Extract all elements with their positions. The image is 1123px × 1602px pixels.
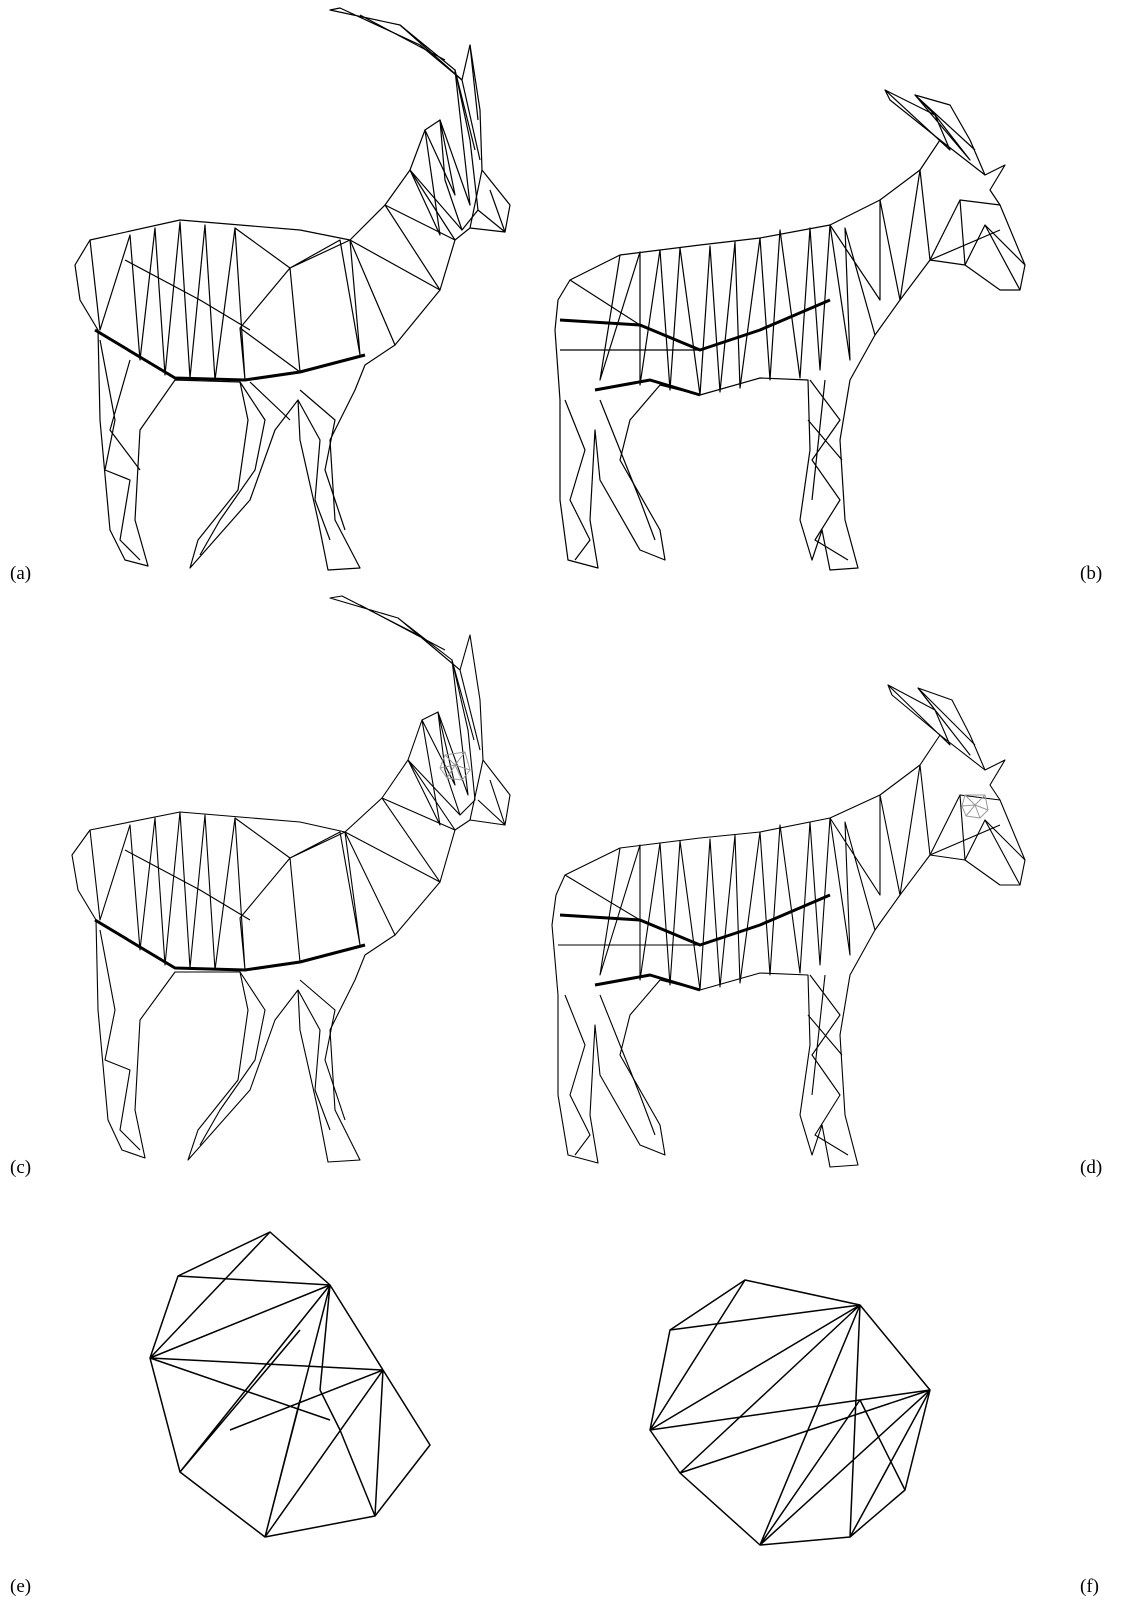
panel-d-mesh [552,685,1025,1167]
panel-b-label: (b) [1080,563,1102,585]
panel-a-label: (a) [10,563,31,585]
panel-b-leg-triangles [565,380,848,560]
panel-d-torso-triangles [558,765,1020,990]
panel-d-belly-band [560,895,830,990]
panel-c-label: (c) [10,1157,31,1179]
panel-e-label: (e) [10,1576,31,1598]
panel-e-triangulation [150,1232,430,1537]
panel-e-outline [150,1232,430,1537]
panel-f-outline [650,1280,930,1545]
panel-b-outline [555,90,1025,570]
panel-c-outline [72,596,510,1162]
panel-f-label: (f) [1080,1576,1099,1598]
panel-c-mesh [72,596,510,1162]
panel-b-belly-band [560,300,830,395]
panel-a-torso-triangles [90,170,462,380]
panel-d-outline [552,685,1025,1167]
panel-e-interior-edges [150,1232,383,1537]
panel-b-head-horn-triangles [885,90,1025,265]
panel-b-mesh [555,90,1025,570]
panel-d-head-horn-triangles [888,685,1025,860]
panel-d-leg-triangles [565,975,848,1155]
panel-c-belly-band [95,920,365,970]
panel-f-triangulation [650,1280,930,1545]
panel-c-torso-triangles [90,760,460,970]
panel-a-belly-band [95,330,365,380]
panel-d-label: (d) [1080,1157,1102,1179]
panel-b-torso-triangles [560,170,1020,395]
panel-a-mesh [75,8,510,570]
